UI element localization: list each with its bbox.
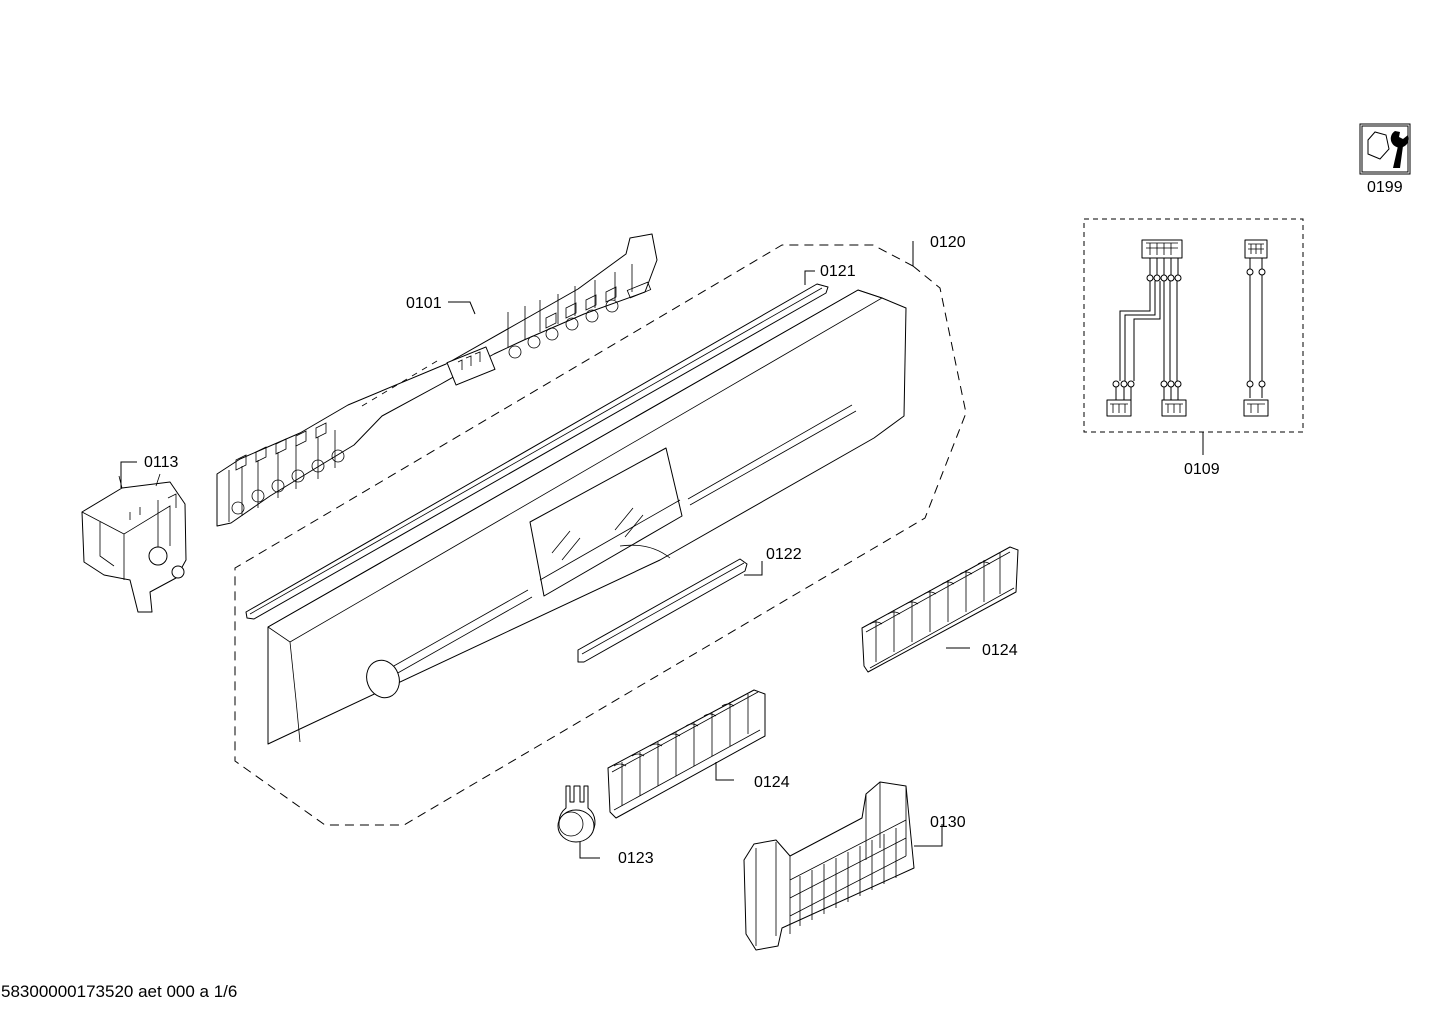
control-panel-facia [267,289,907,745]
panel-bracket [743,781,915,951]
callout-0121: 0121 [820,263,856,280]
callout-0123: 0123 [618,850,654,867]
control-module-pcb [216,233,658,527]
document-id: 58300000173520 aet 000 a 1/6 [1,982,238,1001]
callout-0124-upper: 0124 [982,642,1018,659]
callout-0101: 0101 [406,295,442,312]
callout-0199: 0199 [1367,179,1403,196]
callout-0120: 0120 [930,234,966,251]
callout-0124-lower: 0124 [754,774,790,791]
wire-harness-set [1083,218,1304,433]
program-knob [557,785,596,843]
callout-0122: 0122 [766,546,802,563]
tool-kit-icon [1359,123,1411,175]
switch-actuator [81,473,187,613]
callout-0130: 0130 [930,814,966,831]
button-set-upper [861,546,1019,673]
callout-0109: 0109 [1184,461,1220,478]
control-panel-group-outline [234,244,967,826]
callout-0113: 0113 [144,454,179,471]
button-set-lower [607,689,766,819]
